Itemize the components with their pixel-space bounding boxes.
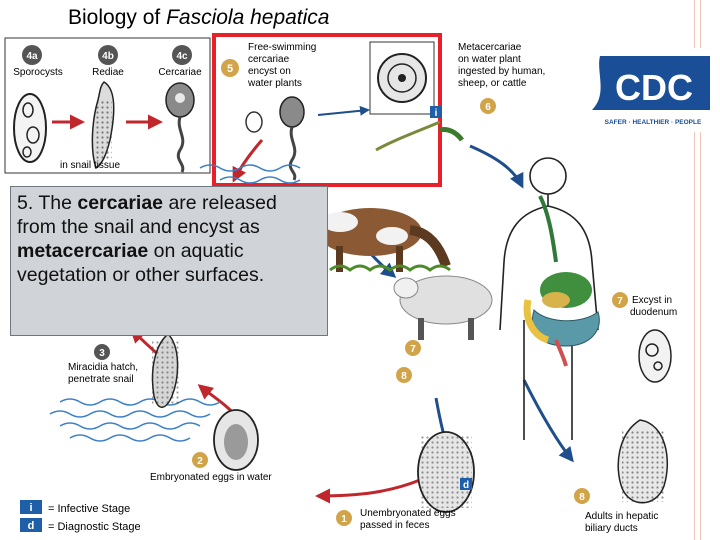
caption-text: 5. The: [17, 192, 78, 214]
legend-infective-letter: i: [29, 502, 32, 514]
cdc-logo: CDC SAFER · HEALTHIER · PEOPLE: [586, 48, 720, 132]
stage-5-label-line3: encyst on: [248, 66, 291, 77]
slide-title-species: Fasciola hepatica: [166, 6, 330, 29]
decorative-line: [700, 0, 701, 540]
caption-term-metacercariae: metacercariae: [17, 240, 149, 262]
caption-text: are released from the snail and encyst a…: [17, 192, 277, 238]
caption-box: 5. The cercariae are released from the s…: [10, 186, 328, 336]
legend-diagnostic-letter: d: [28, 520, 35, 532]
slide-title-text: Biology of: [68, 6, 167, 29]
stage-6-label-line2: on water plant: [458, 54, 521, 65]
stage-8-animal-badge: [396, 367, 412, 383]
cdc-logo-tagline: SAFER · HEALTHIER · PEOPLE: [605, 119, 702, 126]
cdc-logo-text: CDC: [615, 67, 693, 108]
stage-4c-number: 4c: [176, 51, 188, 62]
stage-8-number: 8: [579, 492, 585, 503]
stage-6-label-line1: Metacercariae: [458, 42, 522, 53]
stage-4a-number: 4a: [26, 51, 38, 62]
sheep-illustration: [393, 275, 493, 340]
stage-6-badge: [480, 98, 496, 114]
cycle-arrow: [232, 139, 264, 183]
stage-5-label-line4: water plants: [247, 78, 302, 89]
stage-1-badge: [336, 510, 352, 526]
stage-2-label: Embryonated eggs in water: [150, 472, 272, 483]
infective-stage-marker-letter: i: [435, 108, 438, 119]
stage-4c-badge: [172, 45, 192, 65]
cycle-arrow: [315, 478, 421, 504]
stage-6-label-line3: ingested by human,: [458, 66, 545, 77]
water-waves: [49, 164, 301, 442]
stage-4c-label: Cercariae: [158, 67, 202, 78]
stage-3-number: 3: [99, 348, 105, 359]
legend-diagnostic-swatch: [20, 518, 42, 532]
stage-7-human-badge: [612, 292, 628, 308]
cycle-arrow: [469, 144, 524, 189]
legend-diagnostic-label: = Diagnostic Stage: [48, 521, 141, 533]
stage-8-animal-number: 8: [401, 371, 407, 382]
human-body-illustration: [499, 157, 600, 440]
stage-3-badge: [94, 344, 110, 360]
legend: i = Infective Stage d = Diagnostic Stage: [20, 500, 141, 533]
diagnostic-stage-marker-letter: d: [463, 480, 469, 491]
water-plant-illustration: [375, 120, 441, 152]
stage-4a: 4a Sporocysts: [13, 45, 63, 163]
stage-5-badge: [221, 59, 239, 77]
stage-4b-number: 4b: [102, 51, 114, 62]
leaf-illustration: [439, 127, 464, 142]
legend-infective-label: = Infective Stage: [48, 503, 130, 515]
stage-7-human-label-line1: Excyst in: [632, 295, 672, 306]
caption-term-cercariae: cercariae: [77, 192, 164, 214]
stage-6-label-line4: sheep, or cattle: [458, 78, 527, 89]
stage-8-label-line1: Adults in hepatic: [585, 511, 658, 522]
stage-8: 8 Adults in hepatic biliary ducts: [574, 419, 669, 534]
stage-3-label-line1: Miracidia hatch,: [68, 362, 138, 373]
caption-text: on aquatic vegetation or other surfaces.: [17, 240, 265, 286]
stage-5-number: 5: [227, 63, 233, 75]
stage-2-number: 2: [197, 456, 203, 467]
legend-infective-swatch: [20, 500, 42, 514]
stage-5-label-line1: Free-swimming: [248, 42, 316, 53]
stage-3: 3 Miracidia hatch, penetrate snail: [68, 332, 180, 408]
stage-4b-badge: [98, 45, 118, 65]
stage-4b-label: Rediae: [92, 67, 124, 78]
stage-2: 2 Embryonated eggs in water: [150, 409, 272, 483]
stage-8-label-line2: biliary ducts: [585, 523, 638, 534]
stage-2-badge: [192, 452, 208, 468]
diagnostic-stage-marker: [460, 478, 472, 490]
stage-7-human-label-line2: duodenum: [630, 307, 677, 318]
stage-8-badge: [574, 488, 590, 504]
stage-1: d 1 Unembryonated eggs passed in feces: [336, 431, 475, 531]
free-cercaria-illustration: [279, 96, 305, 128]
stage-7-animal-number: 7: [410, 344, 416, 355]
infective-stage-marker: [430, 106, 442, 118]
cdc-logo-shape: [592, 56, 710, 110]
stage-5: 5 Free-swimming cercariae encyst on wate…: [221, 41, 441, 181]
stage-7-animal-badge: [405, 340, 421, 356]
stage-4a-label: Sporocysts: [13, 67, 62, 78]
stage-4c: 4c Cercariae: [158, 45, 202, 173]
stage-7-human-number: 7: [617, 296, 623, 307]
snail-tissue-label: in snail tissue: [60, 160, 120, 171]
stage-4a-badge: [22, 45, 42, 65]
stage-1-number: 1: [341, 514, 347, 525]
cycle-arrow: [522, 379, 574, 463]
stage-6-number: 6: [485, 102, 491, 113]
slide-title: Biology of Fasciola hepatica: [68, 6, 330, 30]
cow-illustration: [318, 208, 451, 272]
stage-1-label-line2: passed in feces: [360, 520, 430, 531]
stage-6: Metacercariae on water plant ingested by…: [430, 42, 545, 142]
stage-7-human: 7 Excyst in duodenum: [612, 292, 677, 383]
stage-5-label-line2: cercariae: [248, 54, 290, 65]
stage-3-label-line2: penetrate snail: [68, 374, 134, 385]
stage-4b: 4b Rediae: [91, 45, 124, 170]
stage-1-label-line1: Unembryonated eggs: [360, 508, 456, 519]
decorative-line: [694, 0, 695, 540]
